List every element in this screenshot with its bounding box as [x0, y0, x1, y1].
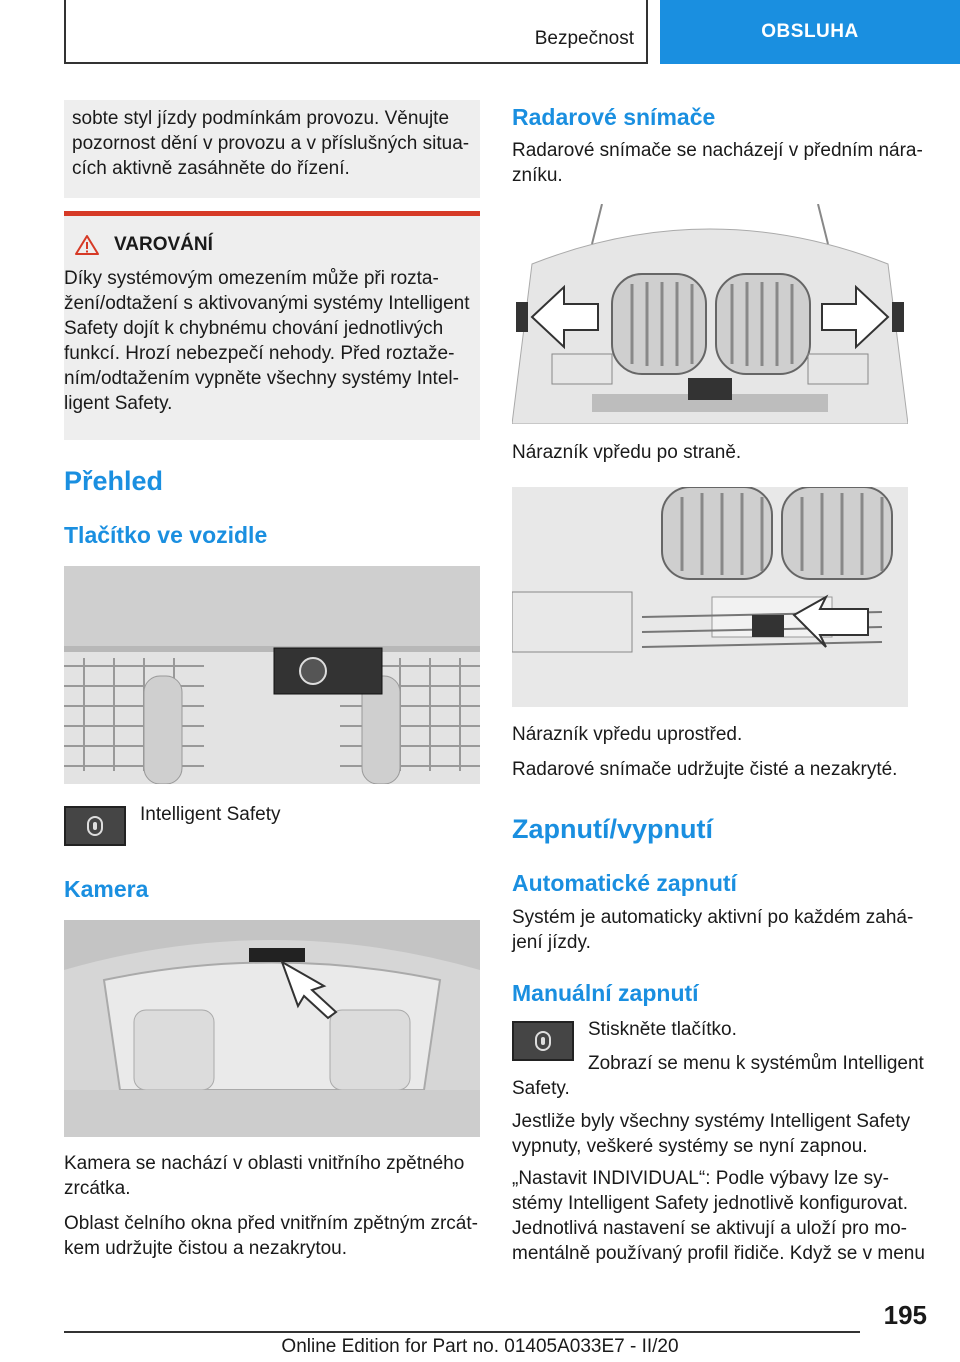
- onoff-heading: Zapnutí/vypnutí: [512, 814, 713, 844]
- manual-step-2: Zobrazí se menu k systémům Intelligent S…: [512, 1053, 924, 1099]
- warning-box: VAROVÁNÍ Díky systémovým omezením může p…: [64, 216, 480, 440]
- camera-text-1: Kamera se nachází v oblasti vnitřního zp…: [64, 1153, 465, 1199]
- intelligent-safety-caption: Intelligent Safety: [140, 804, 281, 825]
- intelligent-safety-button-image: [64, 806, 126, 846]
- paragraph-1: Jestliže byly všechny systémy Intelligen…: [512, 1111, 911, 1157]
- camera-figure: [64, 920, 480, 1137]
- overview-heading: Přehled: [64, 466, 164, 496]
- header-chapter-tab: OBSLUHA: [660, 0, 960, 64]
- warning-bar: [64, 211, 480, 216]
- header-chapter-label: OBSLUHA: [761, 21, 859, 42]
- manual-heading: Manuální zapnutí: [512, 980, 699, 1006]
- button-heading: Tlačítko ve vozidle: [64, 522, 268, 548]
- warning-triangle-icon: [75, 235, 99, 255]
- camera-heading: Kamera: [64, 876, 149, 902]
- footer-edition: Online Edition for Part no. 01405A033E7 …: [281, 1336, 679, 1357]
- caption-bumper-center: Nárazník vpředu uprostřed.: [512, 724, 743, 745]
- dashboard-button-figure: [64, 566, 480, 784]
- camera-text-2: Oblast čelního okna před vnitřním zpětný…: [64, 1213, 478, 1259]
- manual-step-1: Stiskněte tlačítko.: [588, 1019, 737, 1040]
- radar-clean-text: Radarové snímače udržujte čisté a nezakr…: [512, 759, 898, 780]
- intelligent-safety-icon: [87, 816, 103, 836]
- warning-text: Díky systémovým omezením může při rozta-…: [64, 268, 470, 414]
- header-section-title: Bezpečnost: [534, 28, 634, 49]
- bumper-center-figure: [512, 487, 908, 707]
- page-number: 195: [883, 1300, 927, 1330]
- intelligent-safety-icon: [535, 1031, 551, 1051]
- manual-button-image: [512, 1021, 574, 1061]
- intro-text: sobte styl jízdy podmínkám provozu. Věnu…: [72, 108, 470, 179]
- warning-title: VAROVÁNÍ: [114, 234, 213, 255]
- header-frame: [64, 0, 648, 64]
- footer-divider: [64, 1331, 860, 1333]
- auto-heading: Automatické zapnutí: [512, 870, 737, 896]
- auto-text: Systém je automaticky aktivní po každém …: [512, 907, 914, 953]
- warning-header: VAROVÁNÍ: [74, 234, 213, 256]
- radar-heading: Radarové snímače: [512, 104, 716, 130]
- intro-box: sobte styl jízdy podmínkám provozu. Věnu…: [64, 100, 480, 198]
- paragraph-2: „Nastavit INDIVIDUAL“: Podle výbavy lze …: [512, 1168, 925, 1264]
- radar-text: Radarové snímače se nacházejí v předním …: [512, 140, 923, 186]
- caption-bumper-side: Nárazník vpředu po straně.: [512, 442, 742, 463]
- bumper-side-figure: [512, 204, 908, 424]
